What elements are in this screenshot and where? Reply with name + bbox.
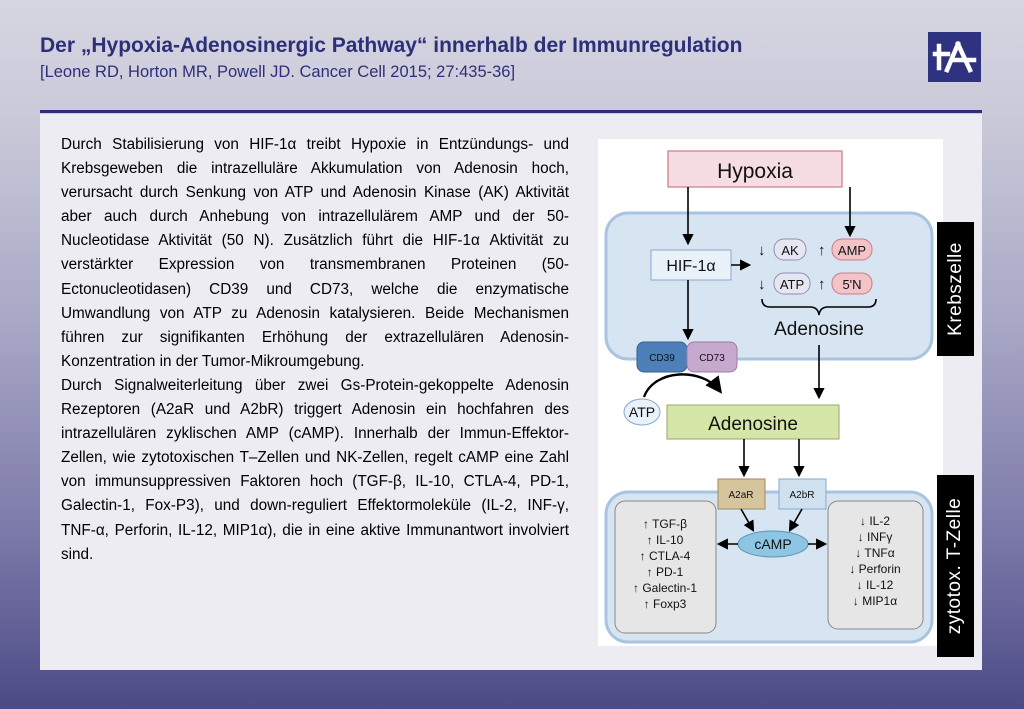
up-factor: ↑ CTLA-4 [640, 549, 691, 563]
nucleotidase-node [831, 272, 873, 295]
amp-up-arrow: ↑ [818, 242, 826, 259]
a2ar-node [717, 478, 766, 510]
down-factor: ↓ INFγ [858, 530, 893, 544]
body-text: Durch Stabilisierung von HIF-1α treibt H… [61, 133, 569, 567]
atp-extra-node [623, 398, 661, 426]
pathway-figure: Hypoxia HIF-1α ↓ AK ↑ AMP ↓ ATP ↑ 5'N Ad… [598, 139, 943, 646]
adenosine-extra-label: Adenosine [708, 414, 798, 435]
adenosine-intra-label: Adenosine [774, 319, 864, 340]
amp-node [831, 238, 873, 261]
hif-box [650, 249, 732, 281]
up-factor: ↑ TGF-β [643, 517, 687, 531]
up-factor: ↑ IL-10 [647, 533, 684, 547]
nucleotidase-up-arrow: ↑ [818, 276, 826, 293]
upregulated-factors-box [614, 500, 717, 634]
up-factor: ↑ PD-1 [647, 565, 684, 579]
pathway-diagram: Hypoxia HIF-1α ↓ AK ↑ AMP ↓ ATP ↑ 5'N Ad… [604, 150, 934, 644]
citation: [Leone RD, Horton MR, Powell JD. Cancer … [40, 63, 516, 81]
arrow-a2br-camp [788, 508, 803, 532]
cd73-node [686, 341, 738, 373]
enzyme-brace [761, 298, 877, 316]
label-tcell: zytotox. T-Zelle [937, 475, 974, 657]
label-tcell-text: zytotox. T-Zelle [944, 497, 966, 635]
header-divider [40, 110, 982, 113]
paragraph-2: Durch Signalweiterleitung über zwei Gs-P… [61, 376, 569, 563]
atp-intra-node [773, 272, 811, 295]
ak-down-arrow: ↓ [758, 242, 766, 259]
atp-extra-label: ATP [629, 404, 655, 420]
up-factor: ↑ Foxp3 [644, 597, 687, 611]
tumor-cell-compartment [604, 211, 934, 361]
down-factor: ↓ Perforin [849, 562, 900, 576]
slide-header: Der „Hypoxia-Adenosinergic Pathway“ inne… [0, 0, 1024, 114]
down-factor: ↓ TNFα [855, 546, 894, 560]
label-tumor-cell-text: Krebszelle [944, 242, 966, 336]
logo-mark-icon [932, 41, 977, 73]
downregulated-factors-box [827, 500, 924, 630]
arrow-atp-conversion [642, 373, 723, 398]
a2br-node [778, 478, 827, 510]
a2br-label: A2bR [789, 490, 814, 501]
label-tumor-cell: Krebszelle [937, 222, 974, 356]
down-factor: ↓ IL-2 [860, 514, 890, 528]
adenosine-extra-box [666, 404, 840, 440]
hypoxia-label: Hypoxia [717, 160, 793, 183]
ak-label: AK [781, 243, 799, 258]
cd73-label: CD73 [699, 353, 725, 364]
down-factor: ↓ IL-12 [857, 578, 894, 592]
ak-node [773, 238, 807, 261]
a2ar-label: A2aR [728, 490, 753, 501]
hif-label: HIF-1α [666, 258, 715, 275]
slide-title: Der „Hypoxia-Adenosinergic Pathway“ inne… [40, 34, 743, 57]
nucleotidase-label: 5'N [842, 277, 861, 292]
up-factor: ↑ Galectin-1 [633, 581, 697, 595]
camp-label: cAMP [754, 536, 791, 552]
atp-down-arrow: ↓ [758, 276, 766, 293]
hypoxia-box [667, 150, 843, 188]
amp-label: AMP [838, 243, 866, 258]
atp-intra-label: ATP [780, 277, 804, 292]
cd39-label: CD39 [649, 353, 675, 364]
down-factor: ↓ MIP1α [853, 594, 897, 608]
institution-logo [928, 32, 981, 82]
arrow-a2ar-camp [740, 508, 755, 532]
paragraph-1: Durch Stabilisierung von HIF-1α treibt H… [61, 136, 569, 370]
